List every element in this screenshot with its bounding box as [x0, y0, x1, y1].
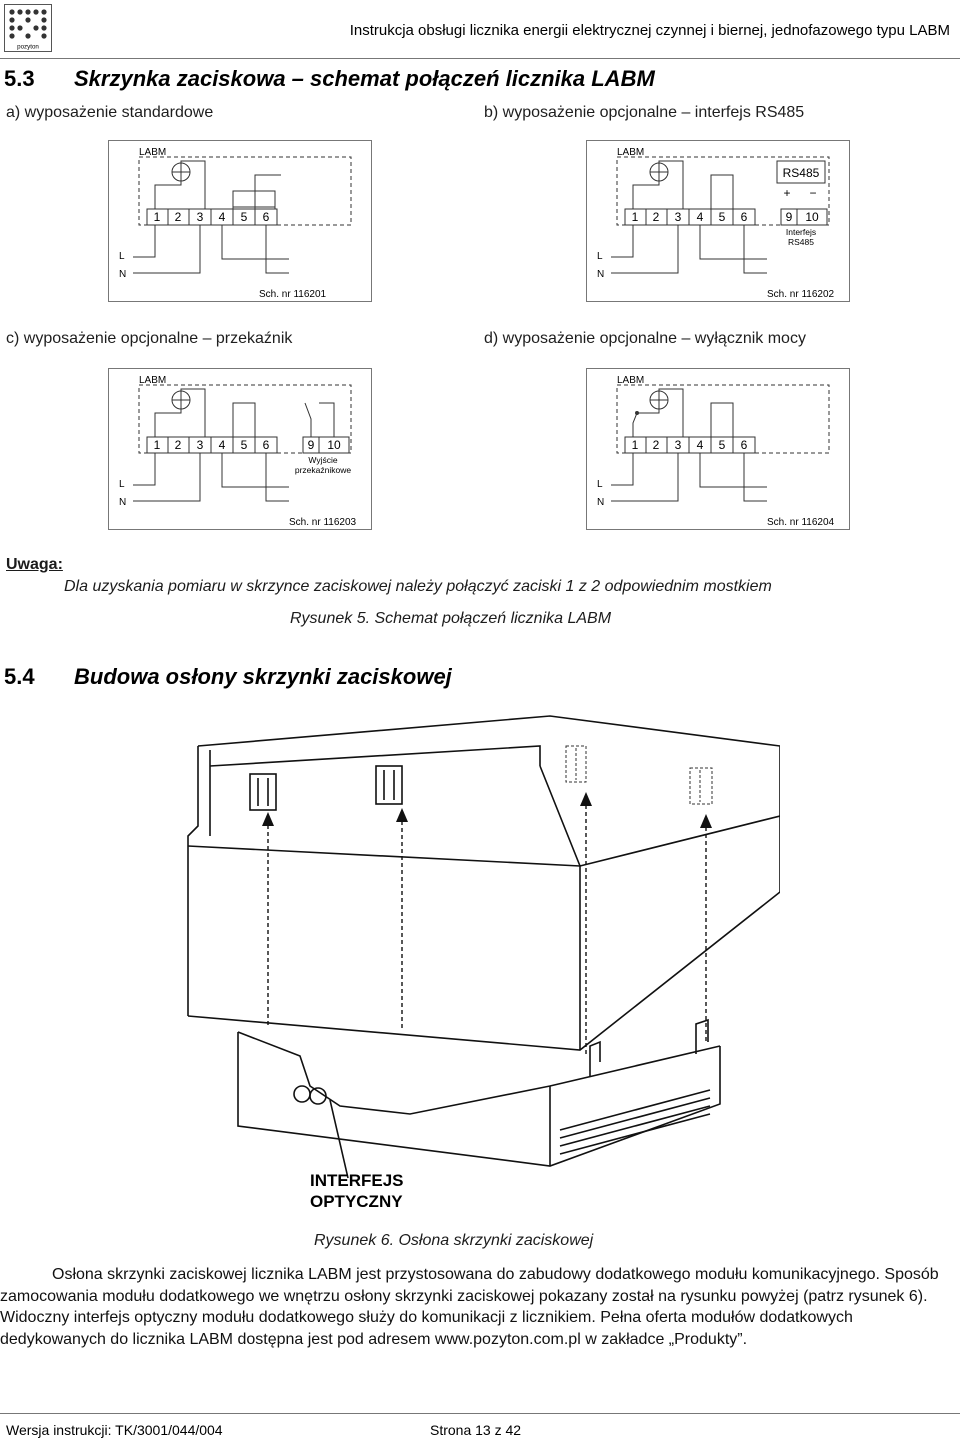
svg-text:N: N [119, 497, 126, 508]
svg-text:9: 9 [786, 210, 793, 224]
svg-text:N: N [597, 269, 604, 280]
svg-text:3: 3 [197, 438, 204, 452]
svg-text:4: 4 [697, 210, 704, 224]
caption-d: d) wyposażenie opcjonalne – wyłącznik mo… [484, 330, 806, 347]
svg-text:N: N [597, 497, 604, 508]
svg-text:INTERFEJS: INTERFEJS [310, 1171, 404, 1190]
svg-text:LABM: LABM [617, 375, 644, 386]
section-number: 5.4 [4, 664, 35, 689]
caption-a: a) wyposażenie standardowe [6, 104, 214, 121]
svg-text:LABM: LABM [139, 375, 166, 386]
svg-text:1: 1 [632, 210, 639, 224]
svg-text:przekaźnikowe: przekaźnikowe [295, 465, 351, 475]
svg-text:4: 4 [219, 438, 226, 452]
svg-text:Sch. nr 116201: Sch. nr 116201 [259, 289, 327, 300]
svg-text:Interfejs: Interfejs [786, 227, 816, 237]
svg-text:9: 9 [308, 438, 315, 452]
svg-text:5: 5 [719, 438, 726, 452]
section-heading-5-4: 5.4 Budowa osłony skrzynki zaciskowej [4, 664, 452, 690]
section-title: Skrzynka zaciskowa – schemat połączeń li… [74, 66, 655, 91]
company-logo: pozyton [4, 4, 52, 52]
svg-text:10: 10 [805, 210, 819, 224]
figure-5-caption: Rysunek 5. Schemat połączeń licznika LAB… [290, 610, 612, 627]
wiring-diagram-d: LABM 1 2 3 4 5 6 L N Sch. nr 116204 [586, 368, 850, 530]
svg-text:1: 1 [154, 438, 161, 452]
svg-text:N: N [119, 269, 126, 280]
svg-text:6: 6 [263, 210, 270, 224]
wiring-diagram-c: LABM 1 2 3 4 5 6 9 10 Wyjście [108, 368, 372, 530]
svg-text:LABM: LABM [617, 147, 644, 158]
svg-text:3: 3 [675, 210, 682, 224]
wiring-diagram-a: LABM 1 2 3 4 5 6 L N Sch. [108, 140, 372, 302]
body-paragraph: Osłona skrzynki zaciskowej licznika LABM… [0, 1264, 948, 1350]
svg-text:pozyton: pozyton [17, 44, 39, 51]
svg-text:L: L [119, 479, 125, 490]
svg-text:4: 4 [697, 438, 704, 452]
svg-text:3: 3 [675, 438, 682, 452]
svg-text:Sch. nr 116204: Sch. nr 116204 [767, 517, 835, 528]
svg-text:L: L [597, 479, 603, 490]
section-title: Budowa osłony skrzynki zaciskowej [74, 664, 452, 689]
footer-version: Wersja instrukcji: TK/3001/044/004 [6, 1422, 223, 1438]
svg-text:5: 5 [241, 210, 248, 224]
svg-text:Wyjście: Wyjście [308, 455, 337, 465]
svg-text:6: 6 [741, 438, 748, 452]
terminal-cover-drawing: INTERFEJS OPTYCZNY [180, 706, 781, 1230]
footer-divider [0, 1413, 960, 1414]
caption-c: c) wyposażenie opcjonalne – przekaźnik [6, 330, 293, 347]
svg-text:2: 2 [175, 210, 182, 224]
svg-text:1: 1 [632, 438, 639, 452]
figure-6-caption: Rysunek 6. Osłona skrzynki zaciskowej [314, 1232, 594, 1249]
svg-text:10: 10 [327, 438, 341, 452]
svg-text:L: L [119, 251, 125, 262]
svg-text:+: + [783, 186, 790, 200]
svg-text:1: 1 [154, 210, 161, 224]
svg-text:RS485: RS485 [783, 166, 820, 180]
paragraph-text: Osłona skrzynki zaciskowej licznika LABM… [0, 1266, 939, 1348]
svg-text:2: 2 [653, 438, 660, 452]
svg-text:L: L [597, 251, 603, 262]
svg-text:RS485: RS485 [788, 237, 814, 247]
svg-text:6: 6 [741, 210, 748, 224]
footer-page-number: Strona 13 z 42 [430, 1422, 522, 1438]
svg-text:5: 5 [241, 438, 248, 452]
header-divider [0, 58, 960, 59]
wiring-diagram-b: LABM RS485 + − 1 2 3 4 5 6 9 10 [586, 140, 850, 302]
svg-text:3: 3 [197, 210, 204, 224]
note-text: Dla uzyskania pomiaru w skrzynce zacisko… [64, 578, 772, 595]
svg-text:2: 2 [175, 438, 182, 452]
caption-b: b) wyposażenie opcjonalne – interfejs RS… [484, 104, 805, 121]
svg-text:Sch. nr 116203: Sch. nr 116203 [289, 517, 357, 528]
document-header-title: Instrukcja obsługi licznika energii elek… [349, 22, 950, 39]
svg-text:4: 4 [219, 210, 226, 224]
section-number: 5.3 [4, 66, 35, 91]
section-heading-5-3: 5.3 Skrzynka zaciskowa – schemat połączeń… [4, 66, 655, 92]
svg-text:LABM: LABM [139, 147, 166, 158]
svg-text:5: 5 [719, 210, 726, 224]
svg-text:2: 2 [653, 210, 660, 224]
svg-text:6: 6 [263, 438, 270, 452]
svg-text:Sch. nr 116202: Sch. nr 116202 [767, 289, 835, 300]
svg-text:−: − [809, 186, 816, 200]
note-heading: Uwaga: [6, 556, 63, 573]
svg-text:OPTYCZNY: OPTYCZNY [310, 1192, 403, 1211]
